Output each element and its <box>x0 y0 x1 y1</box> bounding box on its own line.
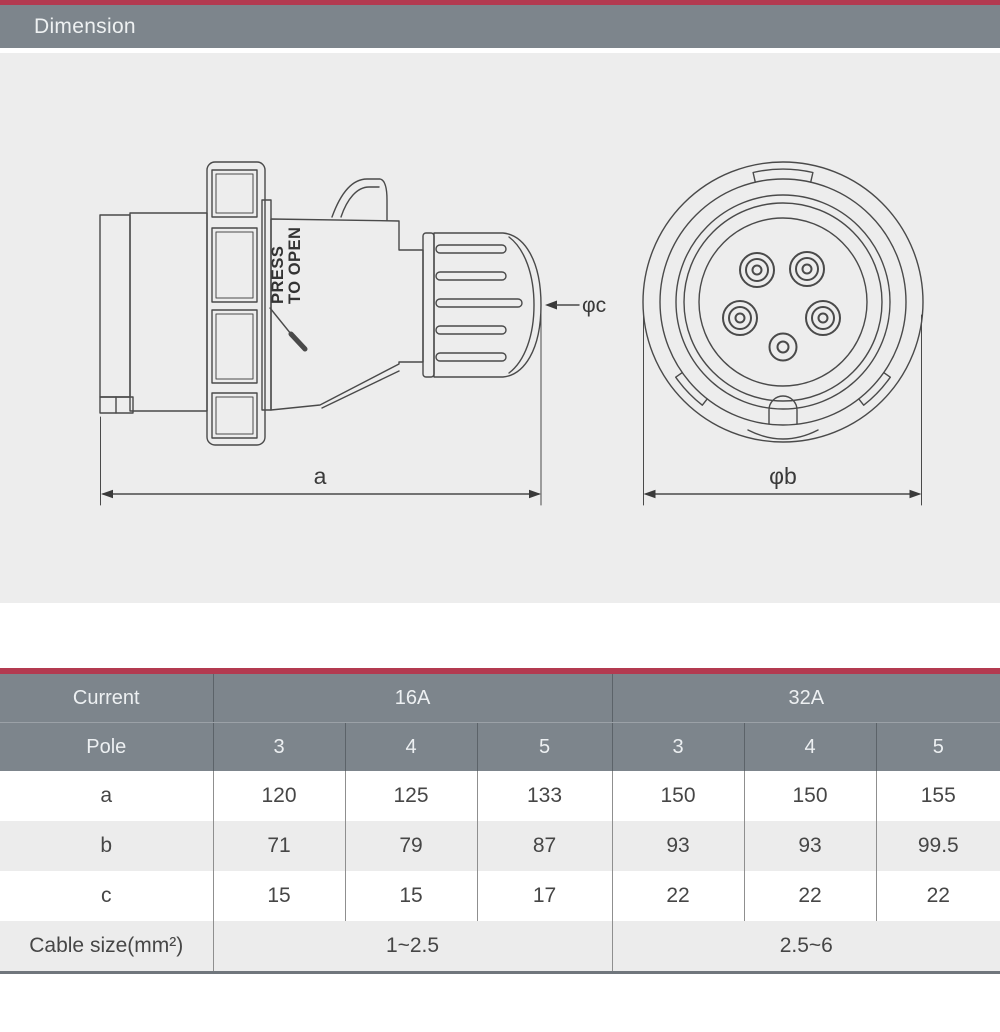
table-row-current: Current 16A 32A <box>0 671 1000 723</box>
value-b-16a-5: 87 <box>476 821 613 871</box>
dim-c-label: φc <box>582 294 606 317</box>
value-a-16a-3: 120 <box>212 771 345 821</box>
latch-hook <box>331 178 388 221</box>
dimension-line-b: φb <box>643 314 922 506</box>
keyway-tab-right <box>858 371 891 406</box>
pole-32a-5: 5 <box>875 722 1000 771</box>
value-b-16a-3: 71 <box>212 821 345 871</box>
row-label-c: c <box>0 871 213 921</box>
dim-b-label: φb <box>769 463 797 489</box>
pole-16a-4: 4 <box>344 722 477 771</box>
ring-back-flange <box>261 199 272 411</box>
pole-header-label: Pole <box>0 722 213 771</box>
keyway-slot-bottom <box>768 395 798 425</box>
dimension-drawing: PRESSTO OPEN φc a <box>99 161 924 506</box>
press-to-open-label: PRESSTO OPEN <box>269 227 304 304</box>
value-c-32a-4: 22 <box>743 871 877 921</box>
value-a-32a-5: 155 <box>875 771 1000 821</box>
cable-size-label: Cable size(mm²) <box>0 921 213 973</box>
value-c-32a-3: 22 <box>611 871 745 921</box>
current-32a-header: 32A <box>611 671 1000 723</box>
keyway-tab-top <box>752 168 814 183</box>
cable-size-32a: 2.5~6 <box>611 921 1000 973</box>
dimension-line-a: a <box>100 310 542 506</box>
keyway-tab-left <box>675 371 708 406</box>
value-c-16a-3: 15 <box>212 871 345 921</box>
contact-pins <box>722 251 841 362</box>
row-label-b: b <box>0 821 213 871</box>
cable-size-16a: 1~2.5 <box>212 921 613 973</box>
value-b-32a-5: 99.5 <box>875 821 1000 871</box>
page-title: Dimension <box>34 14 136 38</box>
plug-front-view <box>642 161 924 443</box>
value-a-32a-3: 150 <box>611 771 745 821</box>
pole-16a-3: 3 <box>212 722 345 771</box>
value-b-16a-4: 79 <box>344 821 477 871</box>
value-c-32a-5: 22 <box>875 871 1000 921</box>
value-b-32a-3: 93 <box>611 821 745 871</box>
pole-32a-3: 3 <box>611 722 745 771</box>
dimension-arrow-c: φc <box>545 294 606 317</box>
dim-a-label: a <box>314 463 327 489</box>
value-c-16a-5: 17 <box>476 871 613 921</box>
table-row-pole: Pole 3 4 5 3 4 5 <box>0 722 1000 771</box>
row-label-a: a <box>0 771 213 821</box>
value-c-16a-4: 15 <box>344 871 477 921</box>
current-16a-header: 16A <box>212 671 613 723</box>
table-row-b: b 71 79 87 93 93 99.5 <box>0 821 1000 871</box>
plug-body <box>270 218 424 411</box>
screwdriver-icon <box>269 307 308 352</box>
cable-gland <box>422 232 542 378</box>
table-row-c: c 15 15 17 22 22 22 <box>0 871 1000 921</box>
pole-32a-4: 4 <box>743 722 877 771</box>
current-header-label: Current <box>0 671 213 723</box>
dimension-drawing-panel: PRESSTO OPEN φc a <box>0 53 1000 603</box>
value-b-32a-4: 93 <box>743 821 877 871</box>
plug-side-view: PRESSTO OPEN <box>99 161 542 446</box>
plug-front-plate <box>99 214 131 398</box>
value-a-32a-4: 150 <box>743 771 877 821</box>
table-row-cable-size: Cable size(mm²) 1~2.5 2.5~6 <box>0 921 1000 973</box>
value-a-16a-4: 125 <box>344 771 477 821</box>
locking-ring <box>206 161 266 446</box>
value-a-16a-5: 133 <box>476 771 613 821</box>
table-row-a: a 120 125 133 150 150 155 <box>0 771 1000 821</box>
section-header-bar: Dimension <box>0 0 1000 48</box>
pole-16a-5: 5 <box>476 722 613 771</box>
spec-table: Current 16A 32A Pole 3 4 5 3 4 5 a 120 1… <box>0 668 1000 974</box>
plug-cylinder <box>129 212 208 412</box>
